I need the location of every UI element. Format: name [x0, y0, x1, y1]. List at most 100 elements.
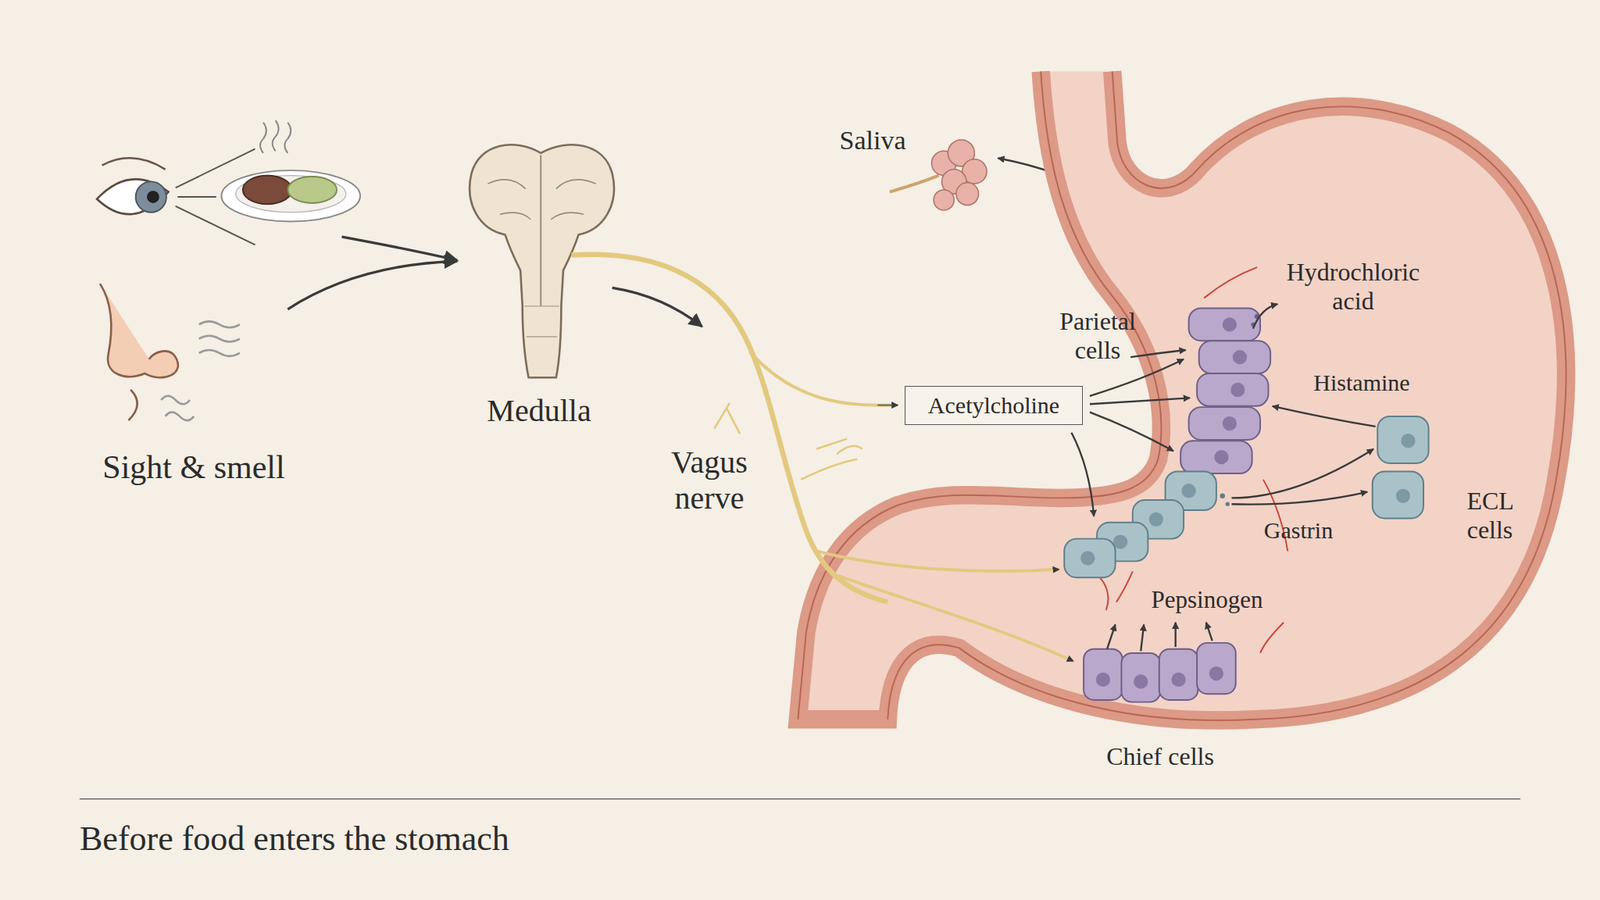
nucleus [1230, 382, 1245, 397]
gland-lobe [933, 189, 954, 211]
nose [100, 283, 179, 378]
ecl-cell [1377, 416, 1429, 464]
folds [487, 179, 596, 220]
iris [135, 181, 167, 212]
acid-arrow [1253, 303, 1278, 329]
chief-cell [1196, 642, 1236, 694]
signal-arrow [1089, 397, 1190, 404]
part-label: Gastrin [1264, 517, 1333, 545]
part-label: Saliva [839, 125, 907, 156]
pepsinogen-arrow [1107, 624, 1115, 649]
flow-arrow [287, 260, 458, 309]
nucleus [1396, 489, 1411, 504]
nerve-branch [816, 550, 1060, 572]
plate [221, 170, 361, 222]
nerve-branch [831, 573, 1074, 661]
steam [284, 122, 291, 154]
smell-wave [165, 412, 195, 421]
nose-icon [100, 283, 240, 421]
parietal-cell [1189, 307, 1261, 341]
nucleus [1133, 674, 1148, 689]
nucleus [1096, 672, 1111, 687]
stomach [797, 71, 1566, 721]
fissure [539, 155, 542, 307]
gastrin-arrow [1231, 449, 1374, 499]
food-plate [221, 120, 361, 222]
box-text: Acetylcholine [921, 391, 1067, 420]
part-label: Hydrochloric acid [1286, 257, 1421, 316]
duct [889, 175, 940, 193]
lip [128, 389, 138, 421]
nucleus [1209, 666, 1224, 681]
smell-wave [160, 396, 190, 404]
secretion-dot [1225, 502, 1230, 507]
signal-arrow [1089, 412, 1174, 452]
part-label: ECL cells [1466, 486, 1513, 545]
steam [272, 120, 279, 151]
nucleus [1232, 350, 1247, 365]
g-cell [1064, 539, 1115, 579]
nucleus [1171, 672, 1186, 687]
parietal-cell [1199, 340, 1271, 374]
part-label: Sight & smell [102, 448, 285, 486]
stomach-wall [797, 71, 1566, 721]
nucleus [1080, 550, 1095, 565]
nerve-arrow [877, 404, 898, 407]
nucleus [1181, 483, 1196, 498]
signal-arrow [1071, 432, 1094, 517]
caption-rule [79, 798, 1521, 800]
leader-arrow [1130, 350, 1186, 358]
vessel [1116, 571, 1133, 602]
smell-wave [199, 321, 240, 328]
vegetables [287, 176, 337, 204]
part-label: Parietal cells [1059, 307, 1136, 365]
smell-wave [199, 335, 240, 343]
vessel [1260, 622, 1284, 654]
parietal-cell [1189, 407, 1261, 440]
gastrin-arrow [1231, 492, 1368, 505]
eye-outline [96, 178, 168, 215]
chief-cell [1083, 649, 1123, 700]
part-label: Pepsinogen [1151, 585, 1264, 615]
flow-arrow [342, 236, 458, 261]
nucleus [1400, 433, 1415, 448]
signal-box: Acetylcholine [904, 385, 1083, 425]
nucleus [1214, 450, 1229, 465]
parietal-cell [1180, 440, 1252, 474]
ridges [524, 306, 559, 337]
eyebrow [102, 157, 166, 170]
part-label: Medulla [486, 392, 591, 429]
parietal-cells [1180, 307, 1271, 474]
nerve-trunk [571, 254, 888, 603]
steak [242, 175, 293, 205]
ecl-cell [1372, 471, 1424, 518]
stomach-lining [797, 71, 1566, 721]
pupil [146, 190, 160, 204]
smell-wave [199, 350, 240, 357]
ecl-cells [1372, 416, 1429, 519]
nucleus [1222, 317, 1237, 332]
part-label: Chief cells [1106, 742, 1215, 772]
secretion-dot [1219, 493, 1225, 500]
gland-lobe [956, 182, 979, 206]
flow-arrow [612, 287, 703, 327]
vagus-nerve [571, 254, 1074, 662]
pepsinogen-arrow [1206, 622, 1213, 642]
nucleus [1149, 512, 1164, 527]
chief-cells [1083, 642, 1236, 703]
plate-rim [235, 175, 347, 213]
signal-arrow [1089, 359, 1184, 397]
pepsinogen-arrow [1140, 624, 1144, 651]
brainstem [469, 144, 615, 378]
steam [260, 122, 267, 154]
part-label: Vagus nerve [671, 444, 748, 517]
part-label: Histamine [1313, 369, 1410, 397]
vessel [1203, 267, 1258, 298]
chief-cell [1159, 649, 1199, 700]
nerve-branch [750, 352, 897, 406]
sight-line [177, 196, 217, 198]
histamine-arrow [1272, 406, 1376, 427]
chief-cell [1121, 653, 1161, 703]
